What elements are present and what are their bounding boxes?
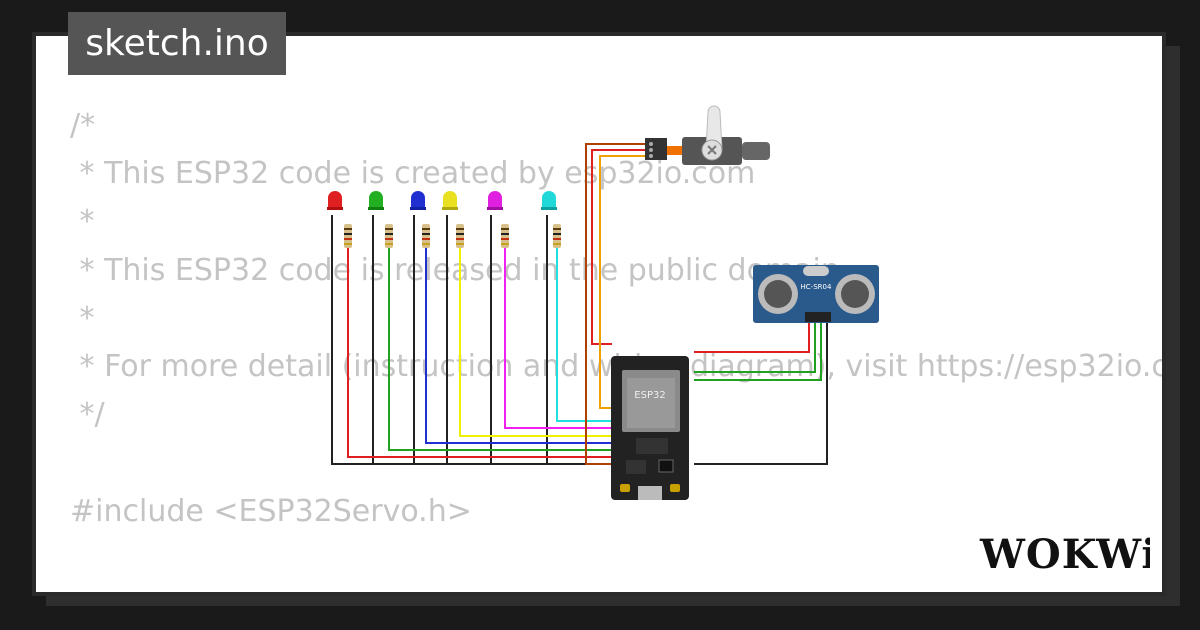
resistor-6 [553, 224, 561, 248]
wire-led5 [504, 248, 612, 429]
resistor-5 [501, 224, 509, 248]
led-3 [410, 191, 426, 210]
wire-led3 [425, 248, 612, 444]
wire-led2 [388, 248, 612, 451]
wire-gnd-led1 [331, 215, 612, 465]
resistor-2 [385, 224, 393, 248]
wire-led6 [556, 248, 612, 422]
code-line: #define TRIG_PIN 23 // ESP32 pin GIOP23 … [70, 584, 1162, 592]
resistor-4 [456, 224, 464, 248]
wokwi-logo-text: WOKWi [979, 531, 1150, 578]
led-1 [327, 191, 343, 210]
code-line: * This ESP32 code is created by esp32io.… [70, 156, 756, 192]
code-line: * [70, 204, 95, 240]
resistor-array [344, 224, 561, 248]
file-tab[interactable]: sketch.ino [68, 12, 286, 75]
code-line: #include <ESP32Servo.h> [70, 493, 472, 529]
led-2 [368, 191, 384, 210]
wire-us-gnd [694, 322, 828, 465]
ultrasonic-sensor: HC-SR04 [753, 265, 879, 323]
resistor-3 [422, 224, 430, 248]
file-tab-label: sketch.ino [85, 23, 269, 64]
servo-motor [645, 105, 770, 165]
code-line: * For more detail (instruction and wirin… [79, 349, 1162, 385]
code-line: /* [70, 108, 96, 143]
wire-led1 [347, 248, 612, 458]
wires [331, 143, 828, 465]
wire-servo-vcc [591, 149, 646, 345]
wire-us-trig [694, 322, 816, 373]
wire-servo-sig [599, 155, 646, 409]
esp32-board: ESP32 [611, 356, 689, 500]
wokwi-logo: WOKWi [979, 531, 1150, 578]
led-6 [541, 191, 557, 210]
resistor-1 [344, 224, 352, 248]
wire-us-echo [694, 322, 822, 381]
board-label: ESP32 [634, 390, 665, 401]
code-line: */ [70, 397, 105, 433]
led-5 [487, 191, 503, 210]
led-array [327, 191, 557, 210]
led-4 [442, 191, 458, 210]
wire-servo-gnd [585, 143, 646, 465]
wire-us-vcc [694, 322, 810, 353]
wire-led4 [459, 248, 612, 437]
code-line: * [70, 300, 95, 336]
sensor-label: HC-SR04 [801, 283, 832, 291]
